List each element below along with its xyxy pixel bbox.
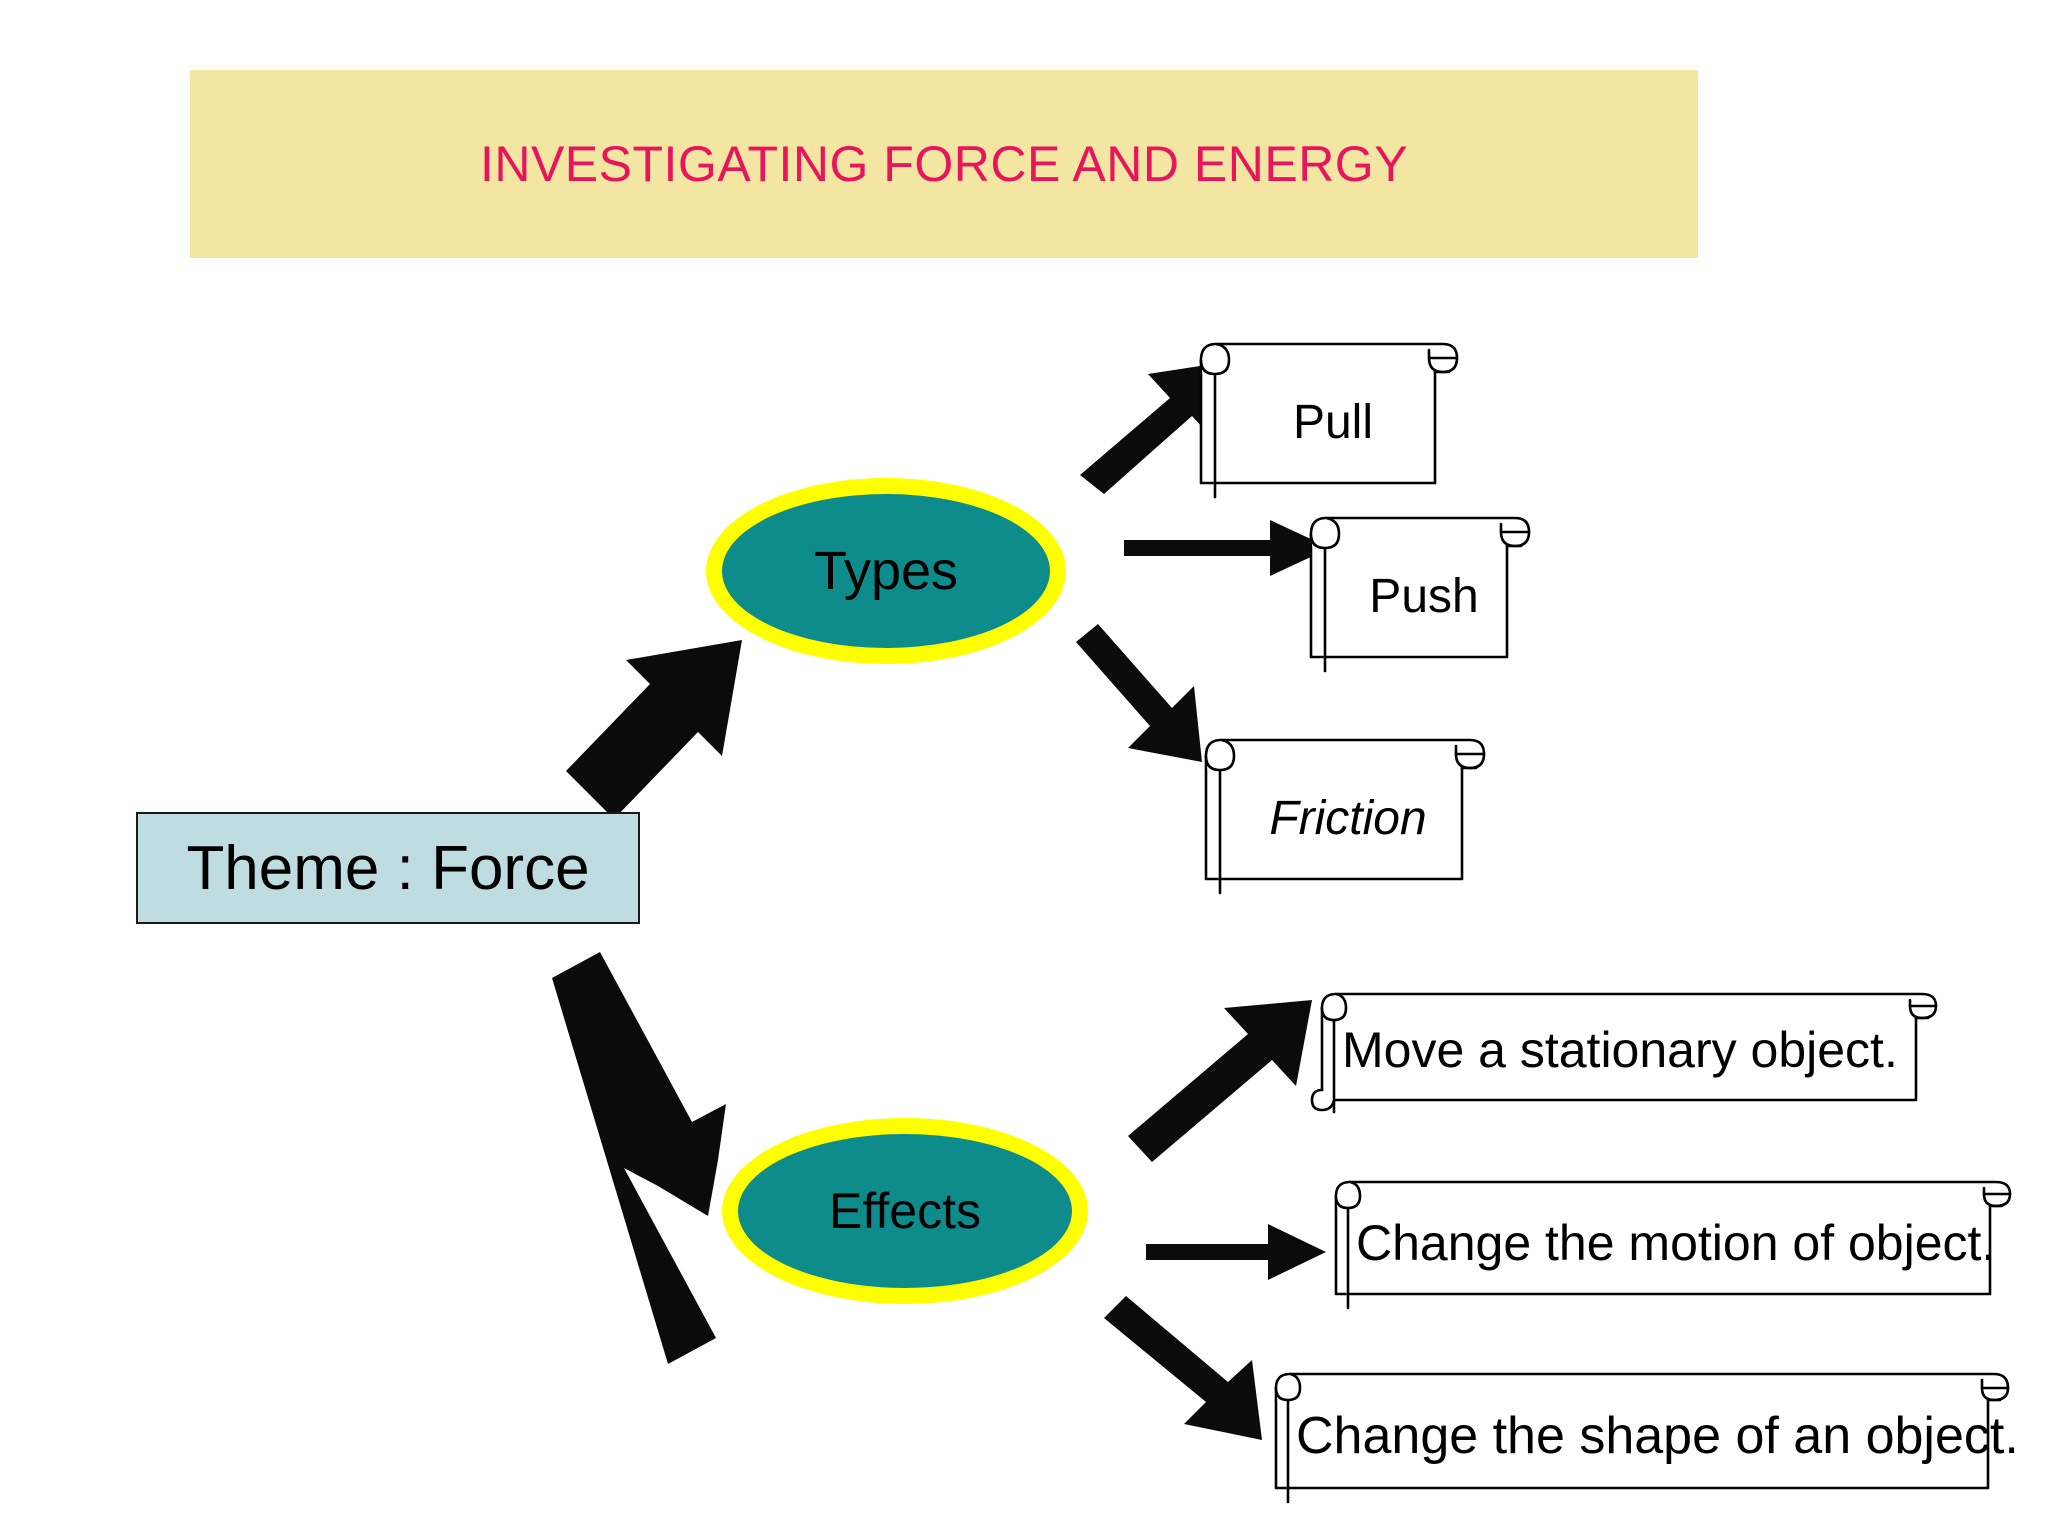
page-title: INVESTIGATING FORCE AND ENERGY <box>479 136 1409 192</box>
scroll-friction[interactable]: Friction <box>1190 718 1500 895</box>
scroll-friction-label: Friction <box>1269 791 1427 845</box>
title-banner: INVESTIGATING FORCE AND ENERGY <box>190 70 1698 258</box>
scroll-effect-3-label-wrap: Change the shape of an object. <box>1296 1386 2019 1486</box>
scroll-pull-label-wrap: Pull <box>1233 370 1433 474</box>
scroll-friction-label-wrap: Friction <box>1238 766 1458 870</box>
scroll-effect-2-label-wrap: Change the motion of object. <box>1356 1194 1996 1292</box>
connector-effects-to-effect-2 <box>1146 1224 1326 1280</box>
scroll-push-label-wrap: Push <box>1339 544 1509 648</box>
scroll-effect-2[interactable]: Change the motion of object. <box>1322 1168 2022 1313</box>
scroll-pull[interactable]: Pull <box>1185 322 1475 499</box>
connector-effects-to-effect-3 <box>1104 1296 1262 1440</box>
scroll-push-label: Push <box>1369 569 1479 623</box>
scroll-effect-1-label-wrap: Move a stationary object. <box>1342 1002 1922 1098</box>
theme-box[interactable]: Theme : Force <box>136 812 640 924</box>
scroll-effect-3-label: Change the shape of an object. <box>1296 1407 2019 1465</box>
connector-theme-to-types <box>566 640 742 819</box>
connector-effects-to-effect-1 <box>1128 1000 1312 1162</box>
scroll-push[interactable]: Push <box>1295 496 1545 673</box>
node-types[interactable]: Types <box>706 478 1066 664</box>
node-effects[interactable]: Effects <box>722 1118 1088 1304</box>
scroll-effect-1-label: Move a stationary object. <box>1342 1022 1898 1078</box>
connector-types-to-friction <box>1076 624 1202 762</box>
scroll-effect-2-label: Change the motion of object. <box>1356 1215 1996 1271</box>
theme-label: Theme : Force <box>186 833 590 903</box>
connector-theme-to-effects <box>552 952 726 1364</box>
node-types-label: Types <box>813 541 959 601</box>
scroll-effect-1[interactable]: Move a stationary object. <box>1308 978 1950 1118</box>
scroll-effect-3[interactable]: Change the shape of an object. <box>1262 1358 2022 1508</box>
scroll-pull-label: Pull <box>1292 395 1374 449</box>
node-effects-label: Effects <box>829 1183 981 1239</box>
